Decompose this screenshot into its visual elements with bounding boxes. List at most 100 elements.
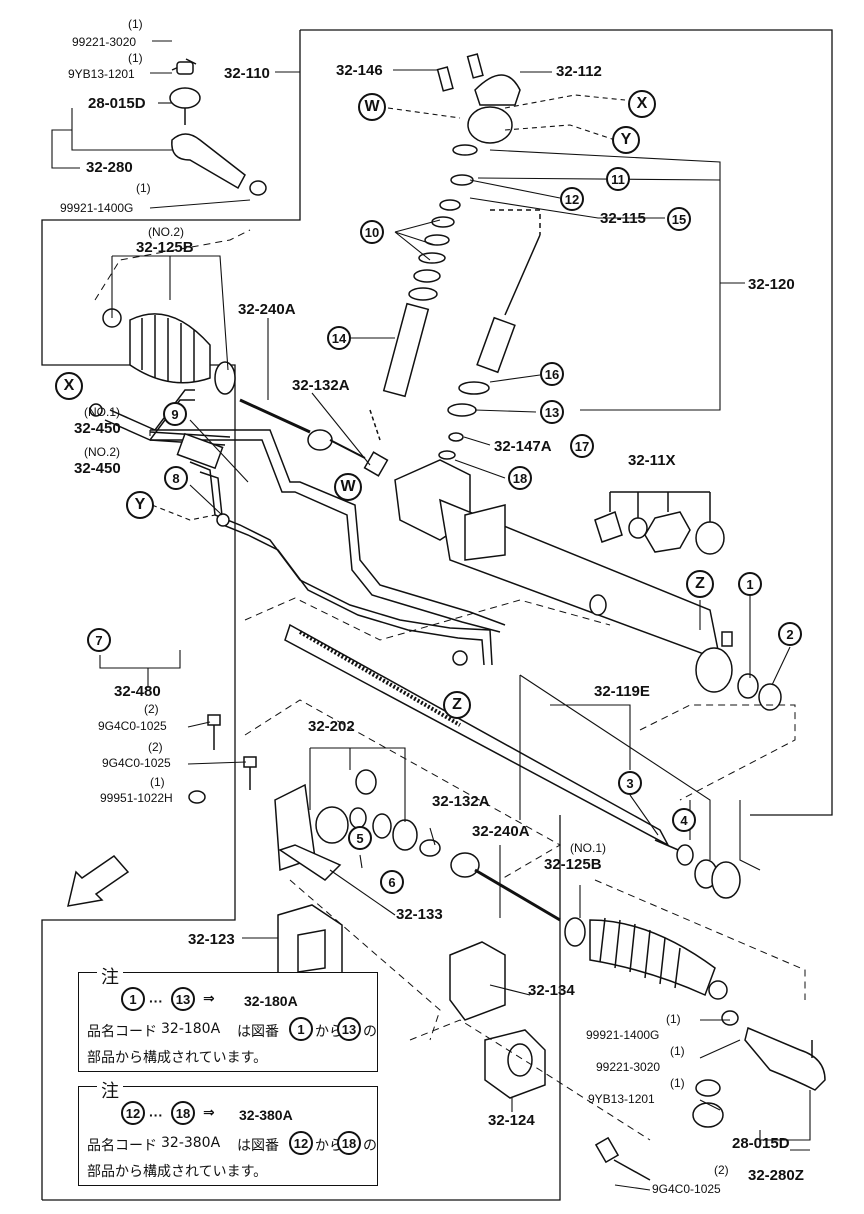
callout-16: 16 — [540, 362, 564, 386]
callout-2: 2 — [778, 622, 802, 646]
label-32-450-1: 32-450 — [74, 420, 121, 437]
label-32-280z: 32-280Z — [748, 1167, 804, 1184]
qty-99221-3020-top: (1) — [128, 17, 143, 31]
bracket-32-134 — [449, 941, 506, 1021]
note-1-mid: は図番 — [237, 1024, 279, 1040]
label-9g4c0-1025-b: 9G4C0-1025 — [102, 756, 171, 770]
callout-x-left: X — [55, 372, 83, 400]
mount-bushings — [274, 769, 418, 881]
callout-y-top: Y — [612, 126, 640, 154]
label-99221-3020-top: 99221-3020 — [72, 35, 137, 49]
callout-10: 10 — [360, 220, 384, 244]
callout-3: 3 — [618, 771, 642, 795]
bolts-left — [188, 714, 257, 804]
label-no1-left: (NO.1) — [84, 405, 120, 419]
inner-tie-rod-top — [239, 398, 389, 477]
label-32-115: 32-115 — [600, 210, 646, 227]
note-box-2: 注 12 ··· 18 ⇒ 32-380A 品名コード 32-380A は図番 … — [78, 1077, 378, 1186]
label-32-125b-bot: 32-125B — [544, 856, 602, 873]
note-box-1: 注 1 ··· 13 ⇒ 32-180A 品名コード 32-180A は図番 1… — [78, 963, 378, 1072]
qty-9g4c0-1025-c: (2) — [714, 1163, 729, 1177]
note-2-line2: 部品から構成されています。 — [87, 1164, 268, 1180]
label-9yb13-1201-bot: 9YB13-1201 — [588, 1092, 655, 1106]
note-1-head: 注 — [97, 963, 123, 989]
qty-9yb13-1201-top: (1) — [128, 51, 143, 65]
note-2-mid: は図番 — [237, 1138, 279, 1154]
label-32-202: 32-202 — [308, 718, 355, 735]
note-2-ellipsis: ··· — [149, 1107, 163, 1123]
note-1-from-circle-b: 1 — [289, 1017, 313, 1041]
callout-12: 12 — [560, 187, 584, 211]
callout-z-right: Z — [686, 570, 714, 598]
note-2-head: 注 — [97, 1077, 123, 1103]
valve-kit-11x — [594, 491, 725, 555]
qty-99221-3020-bot: (1) — [670, 1044, 685, 1058]
fwd-arrow-icon — [67, 855, 130, 907]
seal-stack — [408, 199, 461, 301]
callout-w-top: W — [358, 93, 386, 121]
callout-w-mid: W — [334, 473, 362, 501]
label-32-125b-top: 32-125B — [136, 239, 194, 256]
tie-rod-end-bottom — [594, 1010, 826, 1181]
note-2-target: 32-380A — [239, 1107, 293, 1123]
tie-rod-end-top — [169, 58, 267, 196]
label-no1-bot: (NO.1) — [570, 841, 606, 855]
note-2-from-word: から — [315, 1138, 343, 1154]
input-rod — [476, 209, 541, 374]
boot-left — [102, 308, 236, 395]
label-32-120: 32-120 — [748, 276, 795, 293]
seal-1 — [737, 673, 759, 699]
boot-bottom — [564, 917, 728, 1000]
note-1-target: 32-180A — [244, 993, 298, 1009]
rack-housing — [394, 459, 733, 693]
seal-2 — [758, 683, 782, 711]
label-32-280: 32-280 — [86, 159, 133, 176]
seal-13 — [447, 403, 477, 417]
label-32-240a-bot: 32-240A — [472, 823, 530, 840]
label-99951-1022h: 99951-1022H — [100, 791, 173, 805]
callout-15: 15 — [667, 207, 691, 231]
label-no2-top: (NO.2) — [148, 225, 184, 239]
note-1-line2: 部品から構成されています。 — [87, 1050, 268, 1066]
callout-8: 8 — [164, 466, 188, 490]
note-1-ellipsis: ··· — [149, 993, 163, 1009]
qty-99951-1022h: (1) — [150, 775, 165, 789]
label-32-124: 32-124 — [488, 1112, 535, 1129]
callout-4: 4 — [672, 808, 696, 832]
seal-4-right — [711, 861, 741, 899]
note-1-from-circle: 1 — [121, 987, 145, 1011]
valve-housing — [436, 53, 521, 186]
pinion-shaft — [369, 302, 430, 441]
inner-tie-rod-bottom — [419, 839, 561, 922]
qty-9g4c0-1025-b: (2) — [148, 740, 163, 754]
label-28-015d-top: 28-015D — [88, 95, 146, 112]
label-9g4c0-1025-a: 9G4C0-1025 — [98, 719, 167, 733]
note-2-from-circle-b: 12 — [289, 1131, 313, 1155]
note-1-code: 32-180A — [161, 1021, 221, 1037]
hydraulic-pipes — [150, 429, 506, 666]
label-99221-3020-bot: 99221-3020 — [596, 1060, 661, 1074]
label-32-146: 32-146 — [336, 62, 383, 79]
note-1-suffix: の — [363, 1024, 377, 1040]
callout-x-top: X — [628, 90, 656, 118]
seal-17 — [448, 432, 464, 442]
note-1-arrow: ⇒ — [203, 991, 215, 1007]
label-32-132a-top: 32-132A — [292, 377, 350, 394]
frame-border-bottom — [42, 815, 561, 1201]
label-9g4c0-1025-c: 9G4C0-1025 — [652, 1182, 721, 1196]
label-32-450-2: 32-450 — [74, 460, 121, 477]
note-2-suffix: の — [363, 1138, 377, 1154]
label-32-11x: 32-11X — [628, 452, 676, 469]
callout-6: 6 — [380, 870, 404, 894]
note-1-prefix: 品名コード — [87, 1024, 157, 1040]
label-9yb13-1201-top: 9YB13-1201 — [68, 67, 135, 81]
label-32-132a-bot: 32-132A — [432, 793, 490, 810]
callout-z-mid: Z — [443, 691, 471, 719]
note-2-from-circle: 12 — [121, 1101, 145, 1125]
label-32-240a-top: 32-240A — [238, 301, 296, 318]
callout-9: 9 — [163, 402, 187, 426]
note-2-to-circle-b: 18 — [337, 1131, 361, 1155]
callout-17: 17 — [570, 434, 594, 458]
label-32-147a: 32-147A — [494, 438, 552, 455]
